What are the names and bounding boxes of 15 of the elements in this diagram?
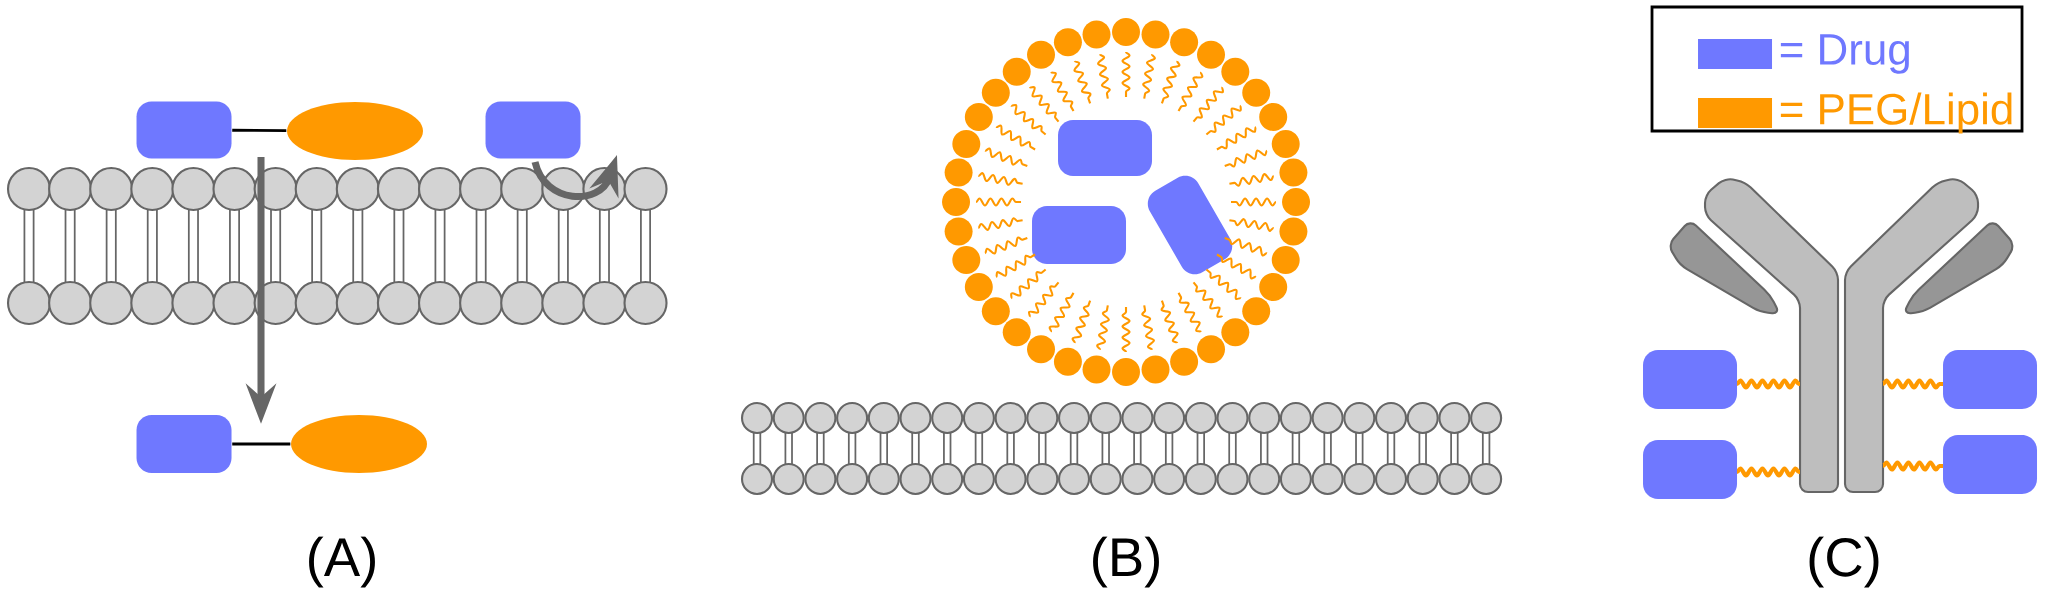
drug-box xyxy=(1058,120,1152,176)
drug-box xyxy=(485,101,581,159)
carrier-ellipse xyxy=(287,102,423,160)
drug-box xyxy=(1147,175,1233,275)
legend-text: = PEG/Lipid xyxy=(1780,92,2012,134)
carrier-ellipse xyxy=(291,415,427,473)
connector-line xyxy=(232,128,287,132)
drug-box xyxy=(1032,206,1126,264)
panel-label: (A) xyxy=(309,536,375,588)
drug-box xyxy=(136,101,232,159)
connector-line xyxy=(232,442,291,446)
drug-box xyxy=(136,415,232,473)
legend-text: = Drug xyxy=(1780,34,1909,74)
panel-label: (B) xyxy=(1093,536,1159,588)
panel-label: (C) xyxy=(1809,536,1879,588)
